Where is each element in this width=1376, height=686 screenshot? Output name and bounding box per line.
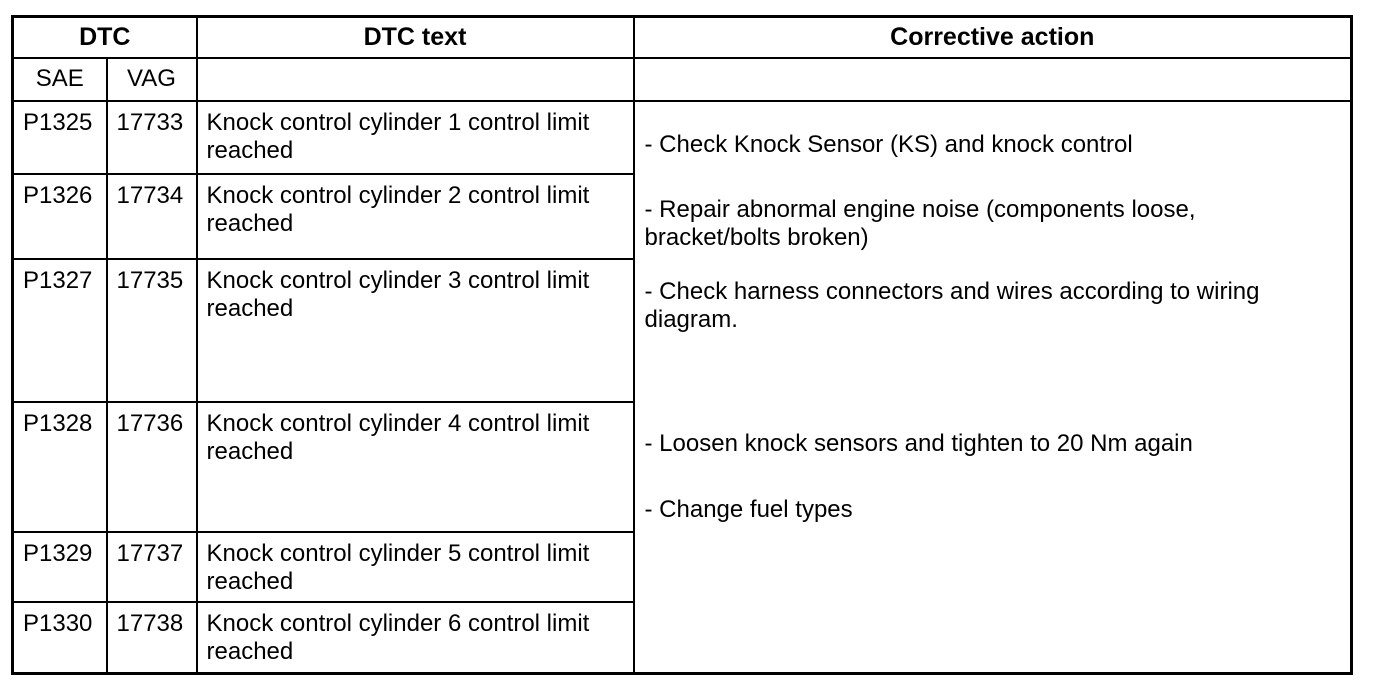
cell-sae-code: P1326 (11, 172, 108, 260)
corrective-action-item: - Change fuel types (644, 495, 853, 523)
header-dtc: DTC (11, 15, 198, 59)
cell-corrective-action: - Check Knock Sensor (KS) and knock cont… (632, 99, 1353, 675)
cell-dtc-text: Knock control cylinder 5 control limit r… (195, 530, 635, 603)
cell-sae-code: P1329 (11, 530, 108, 603)
cell-dtc-text: Knock control cylinder 3 control limit r… (195, 257, 635, 403)
cell-sae-code: P1330 (11, 600, 108, 675)
cell-dtc-text: Knock control cylinder 6 control limit r… (195, 600, 635, 675)
header-row-2: SAE VAG (11, 56, 1353, 102)
table-row: P1328 17736 Knock control cylinder 4 con… (11, 400, 1352, 533)
cell-dtc-text: Knock control cylinder 4 control limit r… (195, 400, 635, 533)
header-dtc-text-empty-cell (195, 56, 635, 102)
header-dtc-text: DTC text (195, 15, 635, 59)
table-row: P1326 17734 Knock control cylinder 2 con… (11, 172, 1352, 260)
dtc-table: DTC DTC text Corrective action SAE VAG P… (11, 15, 1354, 675)
corrective-action-item: - Check harness connectors and wires acc… (644, 277, 1260, 333)
header-sae: SAE (11, 56, 108, 102)
cell-vag-code: 17735 (105, 257, 198, 403)
cell-vag-code: 17738 (105, 600, 198, 675)
cell-vag-code: 17736 (105, 400, 198, 533)
cell-vag-code: 17733 (105, 99, 198, 175)
cell-dtc-text: Knock control cylinder 2 control limit r… (195, 172, 635, 260)
cell-sae-code: P1327 (11, 257, 108, 403)
header-vag: VAG (105, 56, 198, 102)
cell-vag-code: 17734 (105, 172, 198, 260)
cell-vag-code: 17737 (105, 530, 198, 603)
corrective-action-item: - Repair abnormal engine noise (componen… (644, 195, 1196, 251)
table-row: P1330 17738 Knock control cylinder 6 con… (11, 600, 1352, 675)
header-row-1: DTC DTC text Corrective action (11, 15, 1353, 59)
table-row: P1329 17737 Knock control cylinder 5 con… (11, 530, 1352, 603)
cell-sae-code: P1328 (11, 400, 108, 533)
cell-sae-code: P1325 (11, 99, 108, 175)
table-row: P1327 17735 Knock control cylinder 3 con… (11, 257, 1352, 403)
corrective-action-item: - Loosen knock sensors and tighten to 20… (644, 429, 1193, 457)
header-corrective-empty-cell (632, 56, 1353, 102)
table-row: P1325 17733 Knock control cylinder 1 con… (11, 99, 1353, 675)
header-corrective-action: Corrective action (632, 15, 1353, 59)
corrective-action-item: - Check Knock Sensor (KS) and knock cont… (644, 130, 1133, 158)
cell-dtc-text: Knock control cylinder 1 control limit r… (195, 99, 635, 175)
